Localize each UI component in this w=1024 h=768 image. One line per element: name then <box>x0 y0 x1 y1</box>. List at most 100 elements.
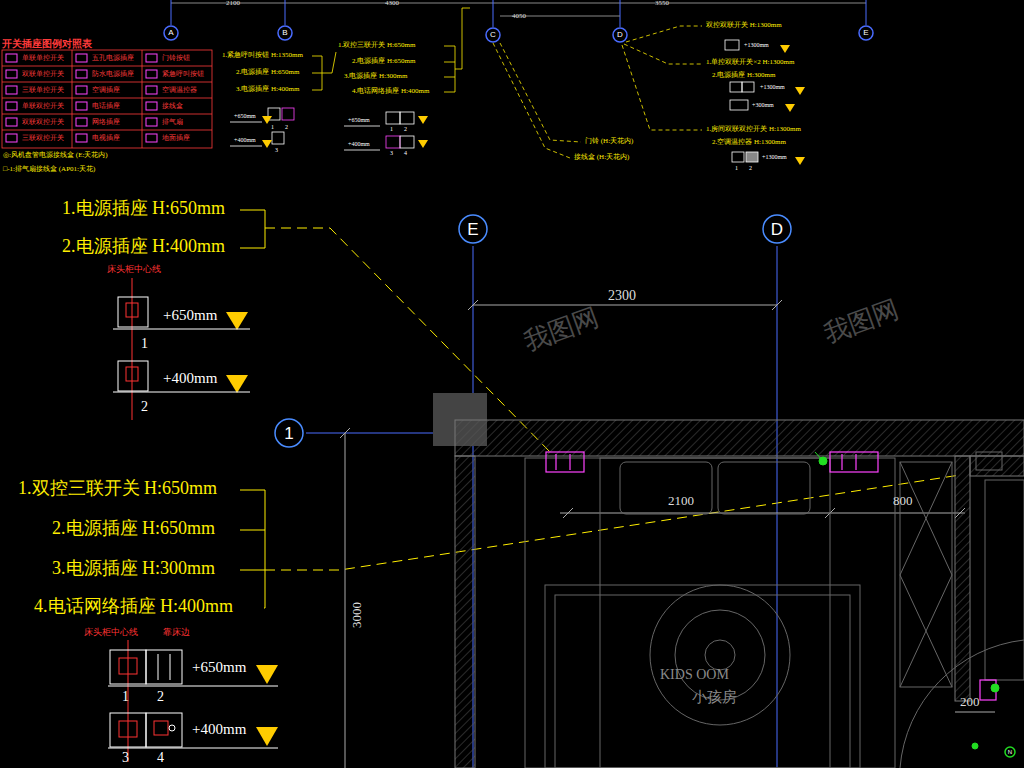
legend-entry: 地面插座 <box>144 130 190 146</box>
grid-axis-bubble: E <box>858 25 874 41</box>
legend-symbol <box>144 132 160 144</box>
grid-lines <box>306 246 777 768</box>
grid-axis-bubble: N <box>1004 746 1016 758</box>
grid-axis-bubble: E <box>458 214 488 244</box>
dimension-label: 4 <box>157 750 164 765</box>
legend-text: 电视插座 <box>92 133 120 143</box>
callout-text: 我图网 <box>520 303 603 357</box>
legend-symbol <box>4 84 20 96</box>
legend-table <box>2 50 212 148</box>
legend-symbol <box>74 84 90 96</box>
legend-title: 开关插座图例对照表 <box>2 37 92 51</box>
leader-lines <box>230 8 702 158</box>
legend-entry: 三联双控开关 <box>4 130 64 146</box>
dimension-label: +650mm <box>348 117 370 124</box>
dimension-lines <box>340 300 995 768</box>
legend-text: 双联单控开关 <box>22 69 64 79</box>
dimension-label: 2 <box>404 126 407 133</box>
callout-text: 我图网 <box>820 295 903 349</box>
legend-entry: 防水电源插座 <box>74 66 134 82</box>
dimension-label: 4 <box>404 150 407 157</box>
dimension-label: 3550 <box>655 0 669 8</box>
legend-text: 双联双控开关 <box>22 117 64 127</box>
axis-label: D <box>771 221 783 238</box>
legend-text: 五孔电源插座 <box>92 53 134 63</box>
dimension-label: 4050 <box>512 13 526 21</box>
legend-text: 网络插座 <box>92 117 120 127</box>
dimension-label: 双控双联开关 H:1300mm <box>706 22 782 30</box>
legend-text: 单联双控开关 <box>22 101 64 111</box>
dimension-label: 小孩房 <box>692 689 737 706</box>
legend-symbol <box>4 116 20 128</box>
callout-text: 2.电源插座 H:400mm <box>62 237 225 257</box>
level-triangles <box>226 45 805 746</box>
grid-axis-bubble: 1 <box>274 418 304 448</box>
legend-symbol <box>4 132 20 144</box>
legend-entry: 双联单控开关 <box>4 66 64 82</box>
dimension-label: +1300mm <box>762 154 787 161</box>
dimension-label: 2300 <box>608 288 636 303</box>
legend-text: 空调温控器 <box>162 85 197 95</box>
dimension-label: 800 <box>893 494 913 508</box>
legend-symbol <box>144 84 160 96</box>
legend-symbol <box>4 68 20 80</box>
legend-symbol <box>144 116 160 128</box>
dimension-label: 1.双控三联开关 H:650mm <box>338 42 415 50</box>
dimension-label: 1 <box>390 126 393 133</box>
legend-symbol <box>74 116 90 128</box>
legend-text: 门铃按钮 <box>162 53 190 63</box>
dimension-label: 2100 <box>668 494 694 508</box>
dimension-label: 2100 <box>226 0 240 8</box>
dimension-label: 床头柜中心线 <box>107 265 161 275</box>
dimension-label: +650mm <box>163 307 217 324</box>
dimension-label: 1.紧急呼叫按钮 H:1350mm <box>222 52 303 60</box>
legend-entry: 门铃按钮 <box>144 50 190 66</box>
dimension-label: 靠床边 <box>163 628 190 638</box>
dimension-label: ◎:风机盘管电源接线盒 (E:天花内) <box>3 152 108 160</box>
callout-text: 2.电源插座 H:650mm <box>52 519 215 539</box>
dimension-label: 2 <box>141 399 148 414</box>
legend-entry: 电话插座 <box>74 98 120 114</box>
legend-text: 三联双控开关 <box>22 133 64 143</box>
axis-label: C <box>490 31 496 39</box>
legend-symbol <box>144 52 160 64</box>
legend-symbol <box>144 68 160 80</box>
dimension-label: 接线盒 (H:天花内) <box>574 154 629 162</box>
callout-text: 1.电源插座 H:650mm <box>62 199 225 219</box>
dimension-label: 1.房间双联双控开关 H:1300mm <box>706 126 801 134</box>
legend-text: 排气扇 <box>162 117 183 127</box>
furniture <box>525 452 1024 768</box>
dimension-label: 1.单控双联开关×2 H:1300mm <box>706 59 794 67</box>
legend-entry: 紧急呼叫按钮 <box>144 66 204 82</box>
legend-entry: 空调插座 <box>74 82 120 98</box>
dimension-label: +300mm <box>752 102 774 109</box>
legend-entry: 排气扇 <box>144 114 183 130</box>
dimension-label: 2 <box>285 124 288 131</box>
legend-text: 防水电源插座 <box>92 69 134 79</box>
legend-symbol <box>74 68 90 80</box>
axis-label: E <box>863 29 868 37</box>
symbol-boxes <box>268 40 758 162</box>
dimension-label: 3.电源插座 H:300mm <box>344 73 407 81</box>
legend-entry: 单联双控开关 <box>4 98 64 114</box>
dimension-label: +400mm <box>192 721 246 738</box>
legend-entry: 五孔电源插座 <box>74 50 134 66</box>
axis-label: A <box>168 29 173 37</box>
axis-label: E <box>467 221 478 238</box>
dimension-label: 2.电源插座 H:650mm <box>236 69 299 77</box>
legend-text: 紧急呼叫按钮 <box>162 69 204 79</box>
dimension-label: 2 <box>749 165 752 172</box>
dimension-label: 1 <box>141 336 148 351</box>
axis-label: D <box>617 31 623 39</box>
dimension-label: +400mm <box>348 141 370 148</box>
callout-text: 3.电源插座 H:300mm <box>52 559 215 579</box>
legend-text: 地面插座 <box>162 133 190 143</box>
legend-text: 单联单控开关 <box>22 53 64 63</box>
grid-axis-bubble: D <box>612 27 628 43</box>
dimension-label: 2.空调温控器 H:1300mm <box>712 139 786 147</box>
legend-text: 接线盒 <box>162 101 183 111</box>
dimension-label: +1300mm <box>744 42 769 49</box>
axis-label: B <box>282 29 287 37</box>
